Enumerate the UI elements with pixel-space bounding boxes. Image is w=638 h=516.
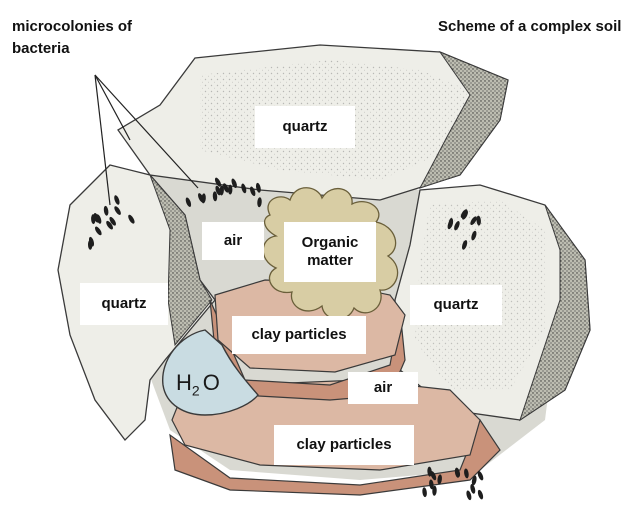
bacterium (477, 489, 484, 500)
water-formula-h: H (176, 370, 192, 395)
quartz-label-top: quartz (255, 106, 355, 148)
water-formula-o: O (203, 370, 220, 395)
bacterium (465, 490, 472, 501)
quartz-label-left: quartz (80, 283, 168, 325)
bacterium (422, 487, 428, 497)
clay-label-upper: clay particles (232, 316, 366, 354)
quartz-label-right: quartz (410, 285, 502, 325)
bacterium (469, 484, 476, 495)
air-label-bottom: air (348, 372, 418, 404)
microcolonies-label: microcolonies of bacteria (12, 16, 177, 60)
air-label-top: air (202, 222, 264, 260)
organic-matter-label: Organic matter (284, 222, 376, 282)
water-formula-subscript: 2 (192, 382, 200, 398)
clay-label-lower: clay particles (274, 425, 414, 465)
scheme-title: Scheme of a complex soil (438, 16, 628, 38)
